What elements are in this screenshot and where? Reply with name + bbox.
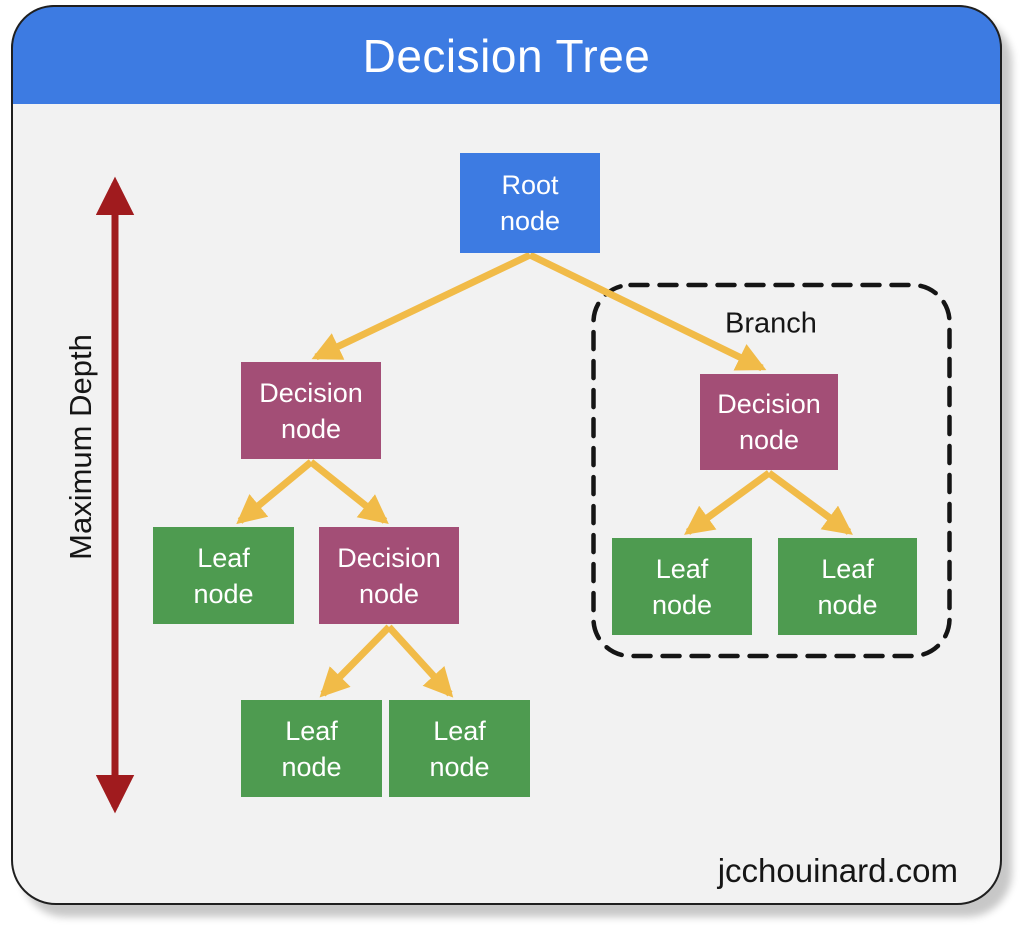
page-title: Decision Tree — [362, 29, 651, 82]
node-decision-branch: Decision node — [700, 374, 838, 470]
node-decision-mid: Decision node — [319, 527, 459, 624]
node-leaf-bottom-right: Leaf node — [389, 700, 530, 797]
node-root: Root node — [460, 153, 600, 253]
branch-group-label: Branch — [725, 307, 817, 340]
title-bar: Decision Tree — [11, 5, 1002, 104]
node-leaf-branch-right: Leaf node — [778, 538, 917, 635]
node-leaf-bottom-left: Leaf node — [241, 700, 382, 797]
maximum-depth-label: Maximum Depth — [63, 334, 98, 560]
watermark-text: jcchouinard.com — [717, 852, 958, 889]
node-leaf-branch-left: Leaf node — [612, 538, 752, 635]
node-decision-left: Decision node — [241, 362, 381, 459]
node-leaf-left: Leaf node — [153, 527, 294, 624]
